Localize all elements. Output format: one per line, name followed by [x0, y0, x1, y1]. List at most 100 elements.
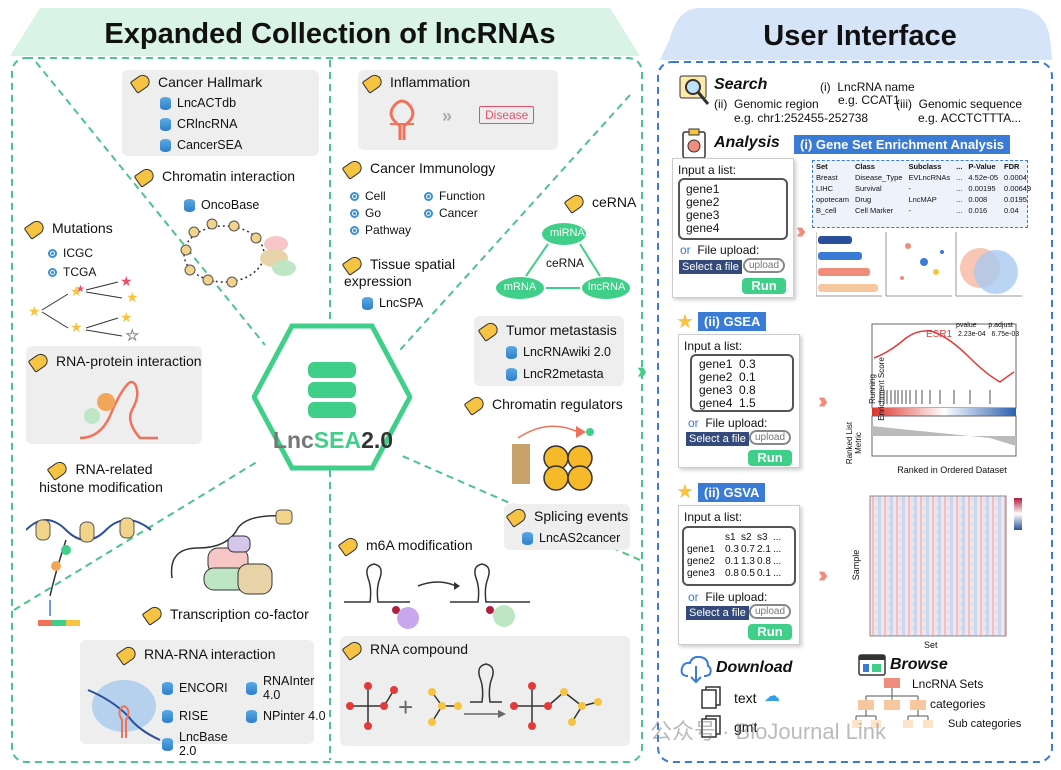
gsea-x-label: Ranked in Ordered Dataset	[897, 465, 1007, 475]
db-item: LncRNAwiki 2.0	[506, 345, 611, 359]
database-icon	[246, 681, 257, 695]
svg-text:+: +	[398, 692, 413, 722]
rna-protein-title: RNA-protein interaction	[27, 351, 202, 374]
database-icon	[162, 709, 173, 723]
gsea-stats-header: pvalue p.adjust	[956, 322, 1013, 329]
db-item: RNAInter 4.0	[246, 674, 326, 702]
bullet-icon	[350, 209, 359, 219]
cloud-icon: ☁	[764, 688, 780, 705]
lncas2cancer-db: LncAS2cancer	[522, 531, 620, 545]
analysis-select-file-button[interactable]: Select a file	[679, 260, 742, 274]
cancer-immunology-title: Cancer Immunology	[341, 158, 495, 181]
rna-rna-illustration	[87, 680, 161, 741]
db-item: CancerSEA	[160, 138, 242, 152]
analysis-input-label: Input a list:	[678, 163, 737, 177]
gsea-gene-input[interactable]: gene1 0.3 gene2 0.1 gene3 0.8 gene4 1.5	[690, 354, 794, 412]
inflammation-title: Inflammation	[361, 72, 470, 95]
browse-level2[interactable]: categories	[930, 697, 986, 711]
gsea-star-icon: ★	[676, 311, 694, 333]
rna-compound-panel	[340, 636, 630, 746]
svg-text:★: ★	[70, 283, 83, 299]
cerna-node-lncrna: lncRNA	[588, 281, 626, 293]
bullet-icon	[48, 249, 57, 259]
database-icon	[522, 531, 533, 545]
analysis-run-button[interactable]: Run	[742, 278, 786, 294]
mutations-items: ICGC TCGA	[48, 244, 96, 282]
cerna-center-label: ceRNA	[546, 256, 585, 270]
db-item: LncACTdb	[160, 96, 242, 110]
database-icon	[362, 296, 373, 310]
analysis-title: Analysis	[714, 134, 780, 151]
database-icon	[246, 709, 257, 723]
gsva-x-label: Set	[924, 640, 938, 650]
chromatin-regulators-illustration	[512, 425, 594, 491]
lncspa-db: LncSPA	[362, 296, 423, 310]
db-item: CRlncRNA	[160, 117, 242, 131]
download-cloud-icon	[680, 655, 712, 684]
rna-protein-panel	[26, 346, 202, 444]
database-icon	[506, 367, 517, 381]
search-magnifier-icon	[679, 75, 710, 105]
download-gmt-link[interactable]: gmt	[734, 719, 758, 735]
gsva-y-label: Sample	[851, 549, 861, 581]
analysis-clipboard-icon	[682, 128, 706, 159]
bullet-icon	[424, 192, 433, 202]
bullet-icon	[424, 209, 433, 219]
gsea-run-button[interactable]: Run	[748, 450, 792, 466]
gsva-input-label: Input a list:	[684, 510, 743, 524]
tumor-metastasis-panel	[474, 316, 624, 386]
transcription-illustration	[170, 509, 293, 595]
gsea-gene-label: ESR1	[926, 329, 953, 340]
m6a-title: m6A modification	[337, 535, 473, 558]
rna-protein-illustration	[79, 380, 158, 440]
svg-text:★: ★	[120, 273, 133, 289]
svg-text:★: ★	[76, 284, 85, 295]
svg-text:★: ★	[28, 303, 41, 319]
splicing-title: Splicing events	[505, 506, 628, 529]
db-item: NPinter 4.0	[246, 709, 326, 723]
cancer-hallmark-panel	[122, 70, 319, 156]
gsva-upload-button[interactable]: upload	[749, 604, 792, 619]
gsea-upload-button[interactable]: upload	[749, 430, 792, 445]
rna-rna-title: RNA-RNA interaction	[115, 644, 276, 667]
rna-rna-dbs: ENCORI RNAInter 4.0 RISE NPinter 4.0 Lnc…	[162, 674, 326, 758]
database-icon	[184, 198, 195, 212]
chromatin-interaction-title: Chromatin interaction	[133, 166, 295, 189]
database-icon	[506, 345, 517, 359]
gsva-select-file-button[interactable]: Select a file	[686, 606, 749, 620]
gsva-header: (ii) GSVA	[698, 483, 766, 502]
bullet-icon	[48, 268, 57, 278]
gsea-all-header: (i) Gene Set Enrichment Analysis	[794, 135, 1010, 154]
browse-title: Browse	[890, 656, 948, 673]
gsva-arrow-icon: ›››	[818, 562, 828, 587]
gsea-file-upload-label: or File upload:	[688, 416, 768, 430]
database-icon	[160, 117, 171, 131]
gsea-header: (ii) GSEA	[698, 312, 767, 331]
chromatin-loop-illustration	[180, 218, 296, 288]
svg-text:★: ★	[120, 309, 133, 325]
browse-level1[interactable]: LncRNA Sets	[912, 677, 984, 691]
download-text-link[interactable]: text	[734, 690, 757, 706]
analysis-upload-button[interactable]: upload	[743, 258, 786, 273]
gsea-select-file-button[interactable]: Select a file	[686, 432, 749, 446]
analysis-arrow-icon: ›››	[796, 218, 806, 243]
cancer-hallmark-title: Cancer Hallmark	[129, 72, 262, 95]
svg-text:★: ★	[70, 319, 83, 335]
browse-level3[interactable]: Sub categories	[948, 718, 1022, 730]
mutations-title: Mutations	[23, 218, 113, 241]
cerna-node-mirna: miRNA	[550, 227, 585, 239]
database-icon	[162, 681, 173, 695]
gsva-file-upload-label: or File upload:	[688, 590, 768, 604]
gsva-run-button[interactable]: Run	[748, 624, 792, 640]
lncsea-logo-text: LncSEA2.0	[272, 427, 394, 453]
db-item: LncR2metasta	[506, 367, 611, 381]
tumor-metastasis-title: Tumor metastasis	[477, 320, 617, 343]
